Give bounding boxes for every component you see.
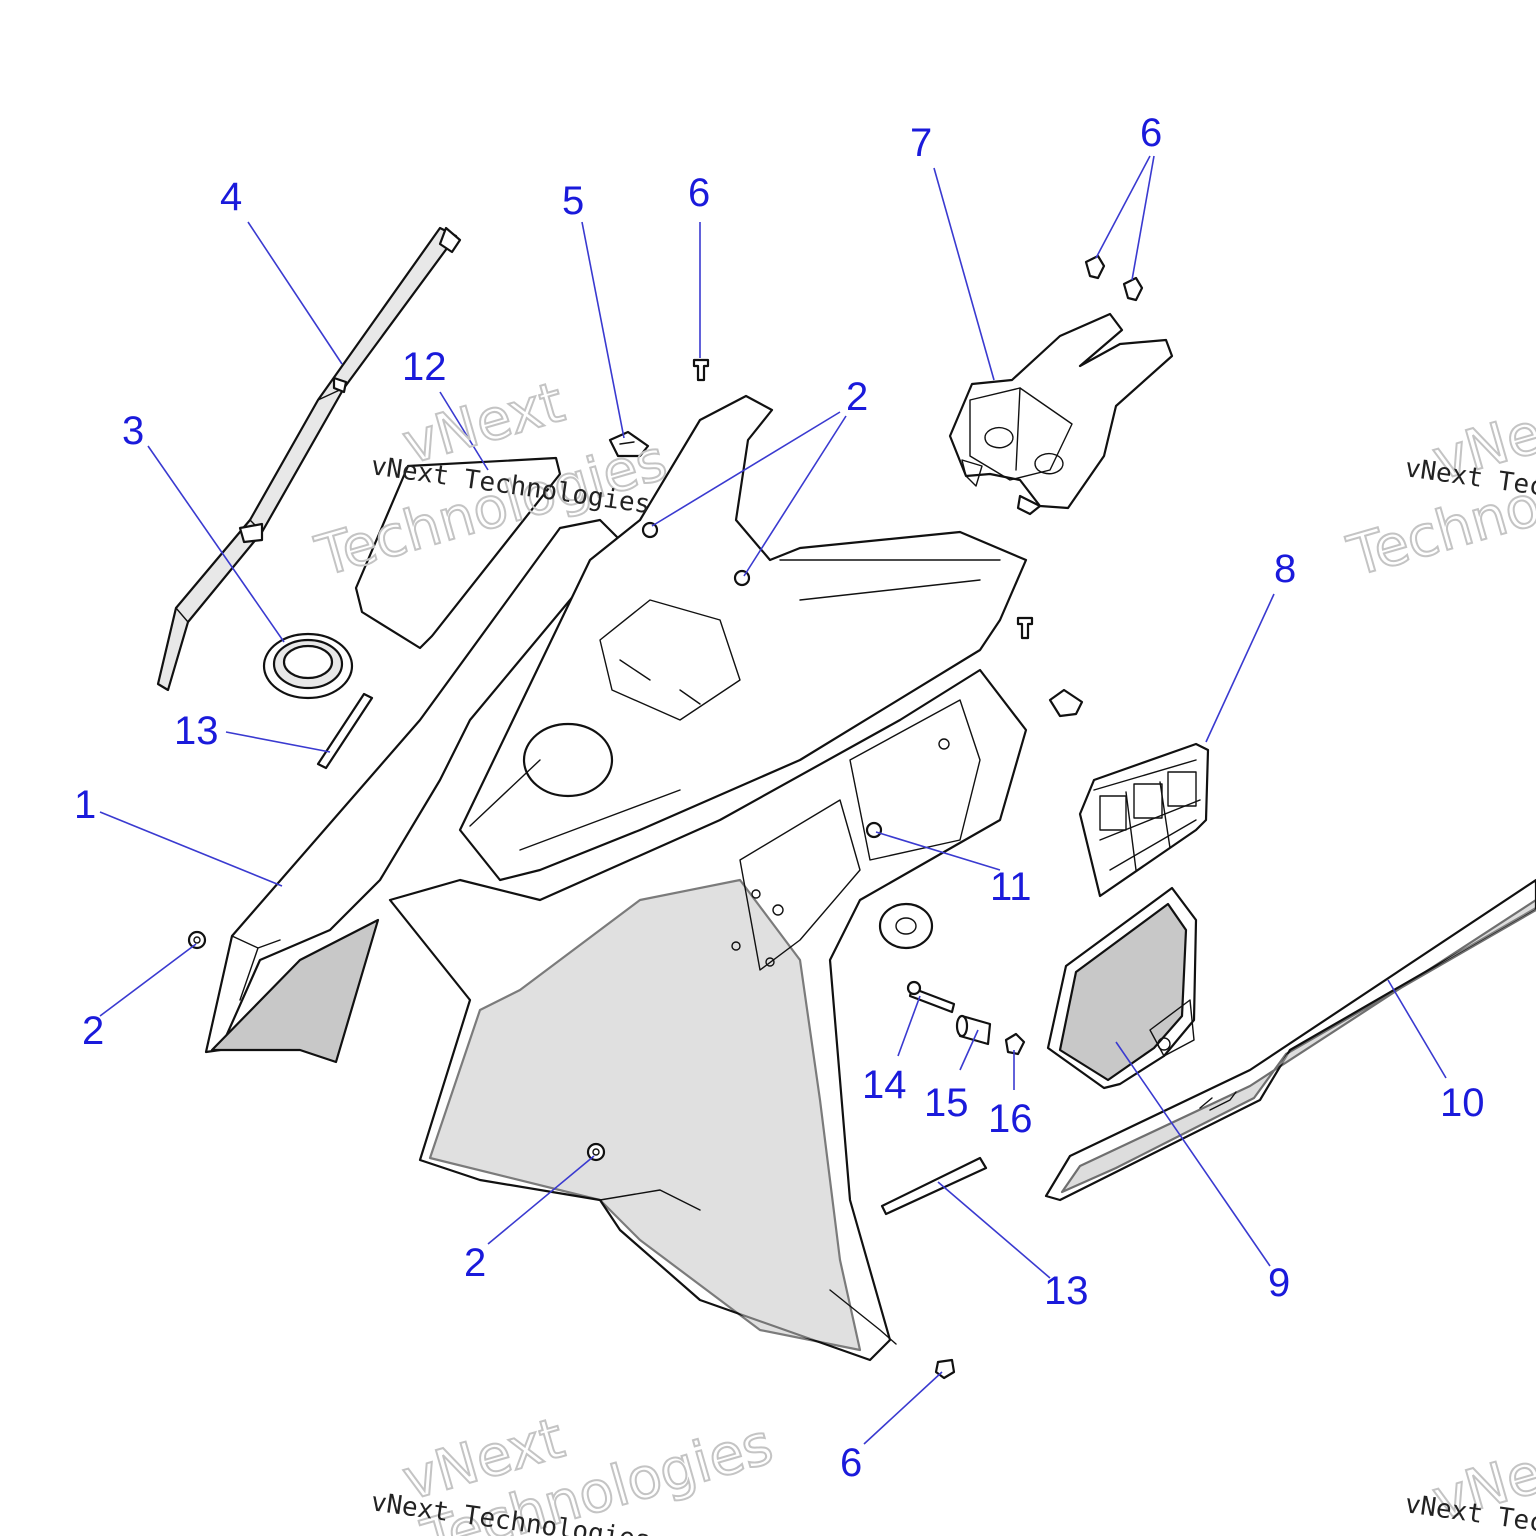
callout-9: 9 [1268,1261,1290,1305]
leader-lines [99,155,1447,1445]
part-3-ring-grommet [262,632,354,700]
part-15-sleeve [955,1014,992,1046]
callout-8: 8 [1274,547,1296,591]
part-11-fastener [865,821,883,839]
fastener-side [1016,616,1034,640]
part-13-rod-lower [880,1156,988,1216]
callout-11: 11 [990,865,1032,909]
part-5-clip [608,430,650,458]
part-7-bracket [948,312,1174,516]
fastener-6-right-a [1084,254,1106,280]
fastener-2-upper-b [733,569,751,587]
callout-4: 4 [220,175,242,219]
fastener-2-bottom [586,1142,606,1162]
watermark-top-right: vNext Technologies vNext Technologies [1340,385,1536,591]
part-4-trim-strip [156,226,462,692]
watermark-bottom-left: vNext Technologies vNext Technologies [369,1405,781,1536]
callout-13-lower: 13 [1044,1269,1089,1313]
callout-5: 5 [562,179,584,223]
clip-side [1048,688,1084,718]
callout-6-top: 6 [688,171,710,215]
fastener-6-top [692,358,710,382]
callout-2-left: 2 [82,1009,104,1053]
part-16-nut [1004,1032,1026,1056]
callout-6-right: 6 [1140,111,1162,155]
callout-2-upper: 2 [846,375,868,419]
part-9-scoop [1046,886,1198,1090]
callout-12: 12 [402,345,447,389]
callout-7: 7 [910,121,932,165]
callout-labels: 1 2 2 2 3 4 5 6 6 6 7 8 9 10 11 12 13 13… [74,111,1485,1485]
part-12-pad [354,456,562,650]
part-10-side-rail [1044,878,1536,1202]
callout-2-bottom: 2 [464,1241,486,1285]
part-8-grille [1078,742,1210,898]
callout-13-upper: 13 [174,709,219,753]
callout-1: 1 [74,783,96,827]
callout-15: 15 [924,1081,969,1125]
fastener-2-left [187,930,207,950]
fastener-2-upper-a [641,521,659,539]
callout-16: 16 [988,1097,1033,1141]
part-14-pin [906,980,956,1014]
part-13-rod-upper [316,692,374,770]
part-1-main-body [204,394,1028,1362]
callout-10: 10 [1440,1081,1485,1125]
callout-14: 14 [862,1063,907,1107]
callout-3: 3 [122,409,144,453]
watermark-bottom-right: vNext vNext Technologies [1403,1425,1536,1536]
callout-6-bottom: 6 [840,1441,862,1485]
fastener-6-right-b [1122,276,1144,302]
